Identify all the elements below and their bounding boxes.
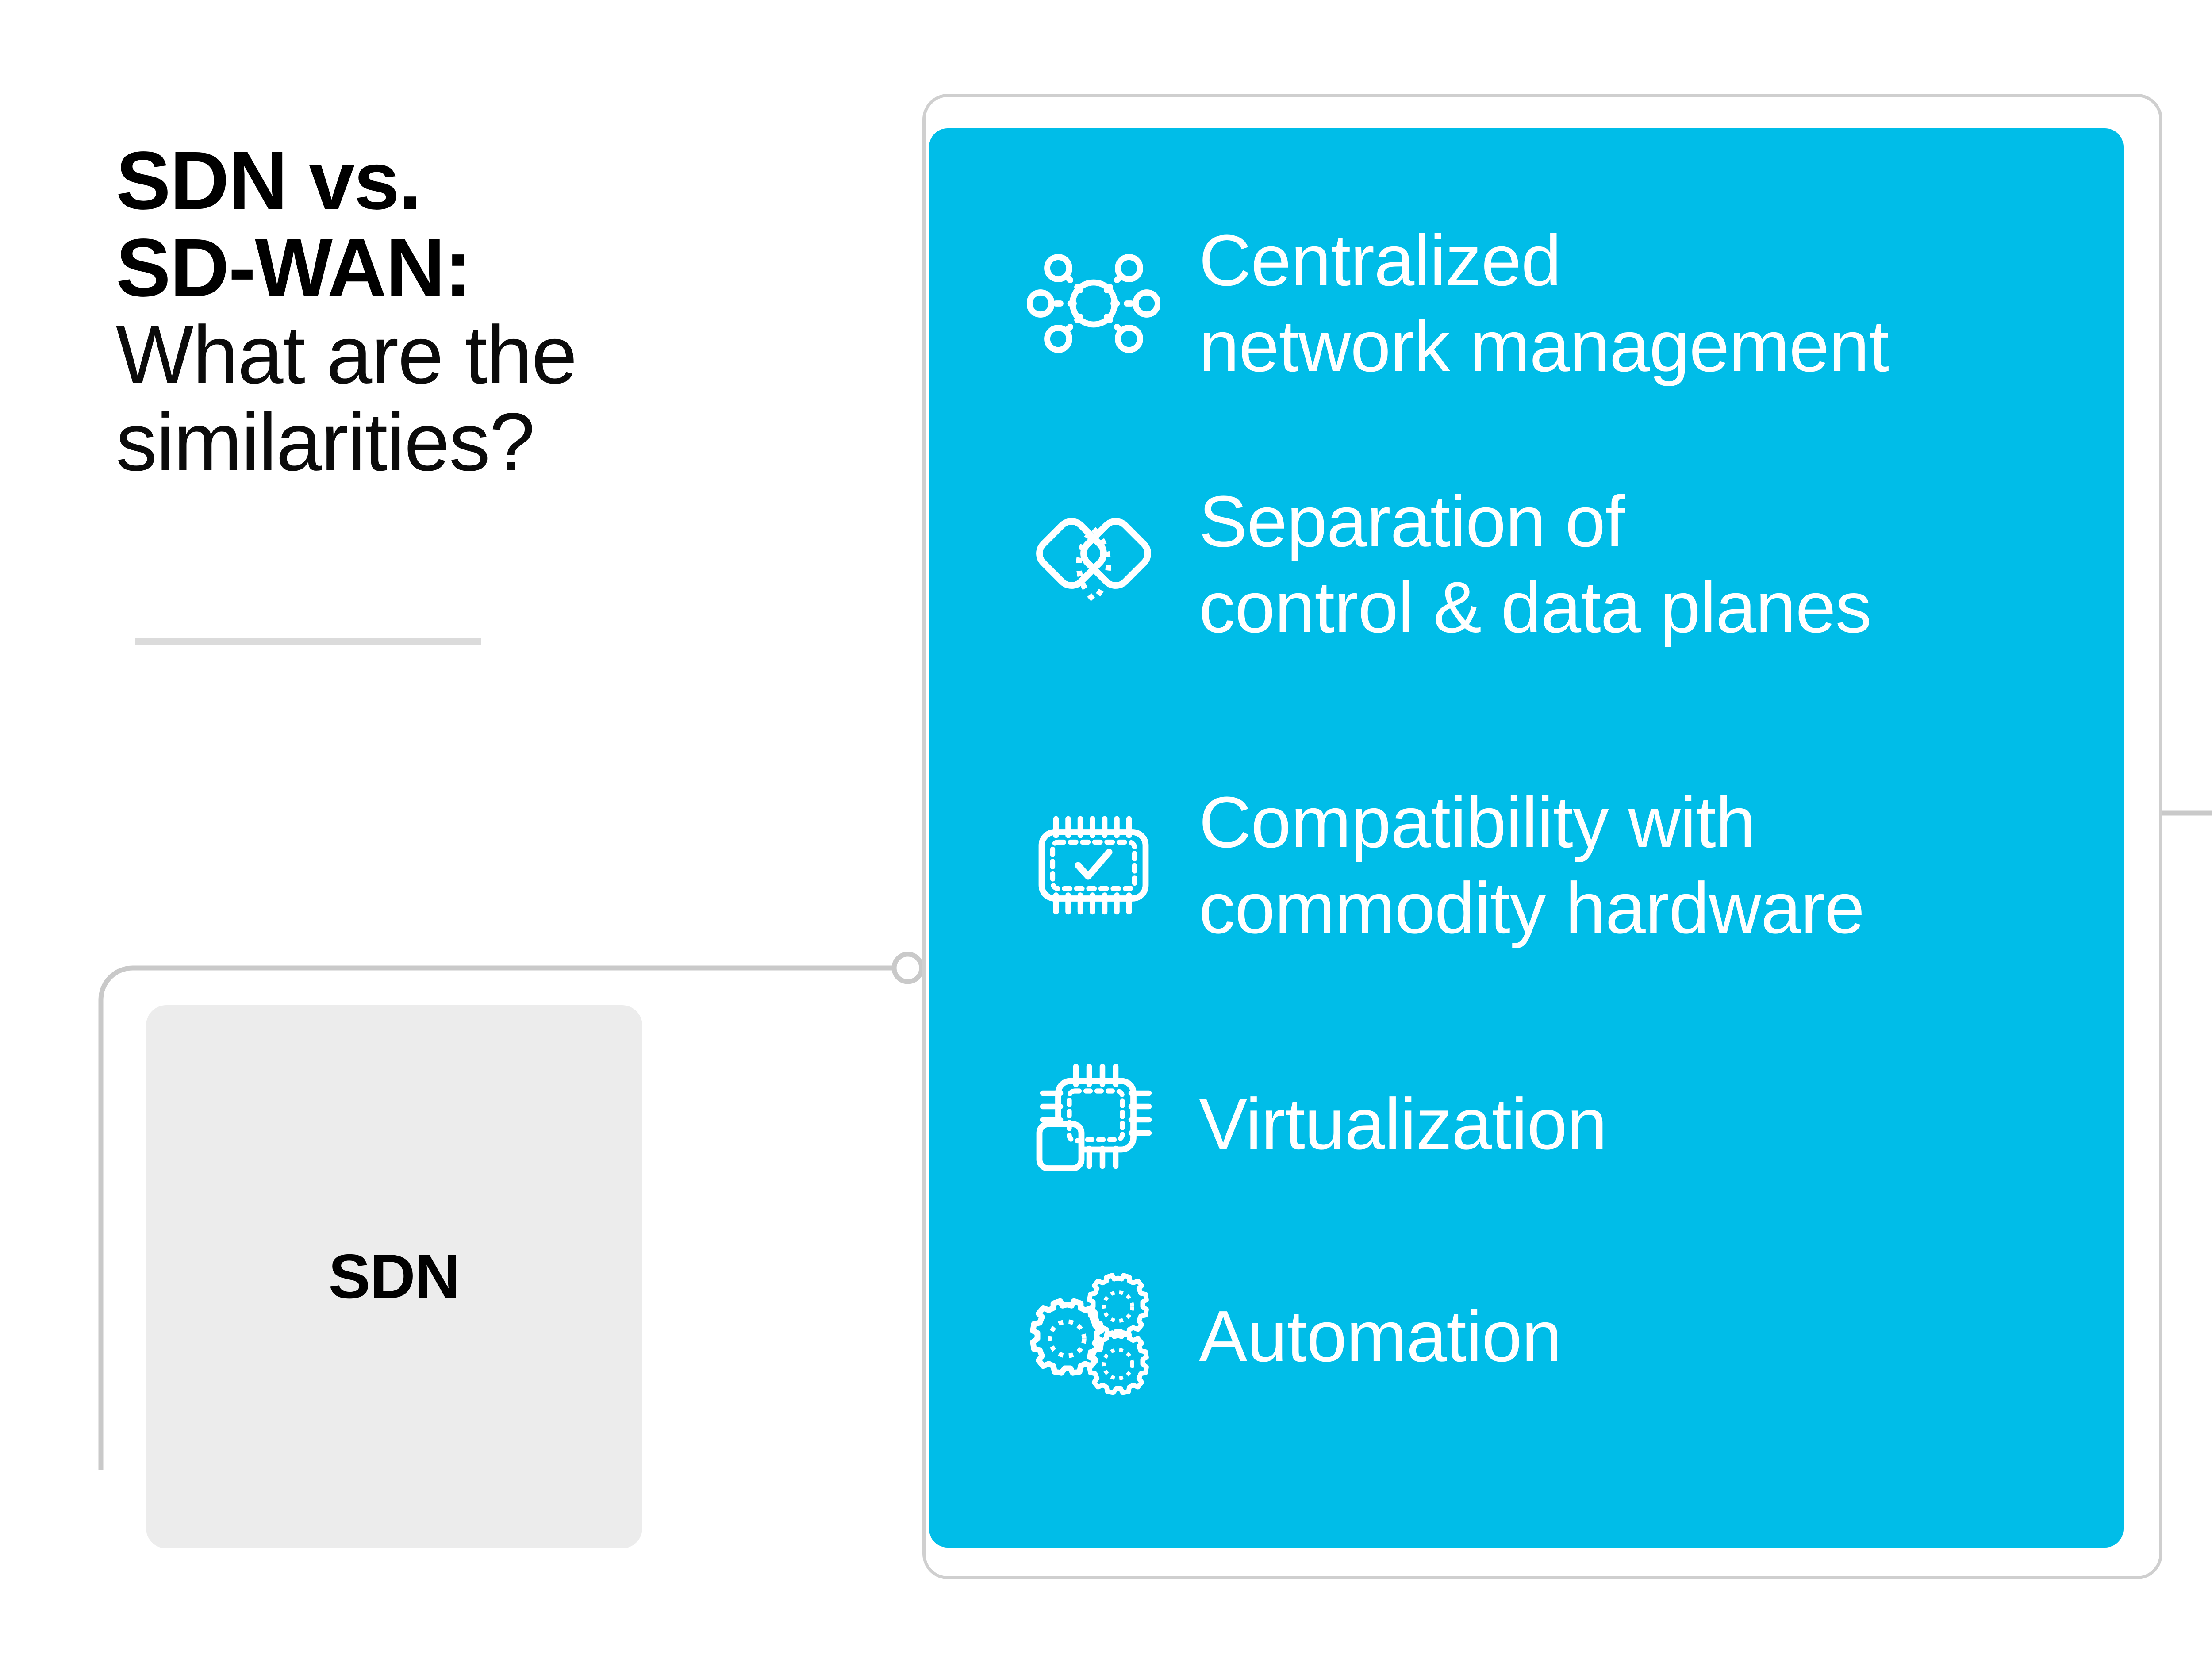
list-item-label: Centralized network management — [1199, 220, 1889, 387]
title-divider — [135, 638, 481, 645]
network-hub-icon — [1027, 237, 1160, 370]
list-item-label: Compatibility with commodity hardware — [1199, 782, 1865, 949]
list-item[interactable]: Virtualization — [929, 1016, 2124, 1233]
sdn-connector-path — [98, 965, 894, 1470]
similarities-panel: Centralized network management Separatio… — [929, 128, 2124, 1548]
feature-list: Centralized network management Separatio… — [929, 128, 2124, 1548]
overlapping-diamonds-icon — [1027, 498, 1160, 631]
title-line-2: SD-WAN: — [116, 222, 472, 314]
list-item[interactable]: Centralized network management — [929, 193, 2124, 414]
page-title: SDN vs. SD-WAN: What are the similaritie… — [116, 137, 780, 486]
list-item-label: Automation — [1199, 1296, 1562, 1377]
title-line-4: similarities? — [116, 396, 535, 488]
list-item[interactable]: Compatibility with commodity hardware — [929, 715, 2124, 1016]
chip-overlay-icon — [1027, 1058, 1160, 1190]
list-item[interactable]: Separation of control & data planes — [929, 414, 2124, 715]
title-line-3: What are the — [116, 309, 577, 401]
concept-box-sdn[interactable]: SDN — [146, 1005, 642, 1548]
concept-label-sdn: SDN — [328, 1241, 461, 1312]
list-item-label: Virtualization — [1199, 1083, 1607, 1165]
gears-icon — [1027, 1270, 1160, 1403]
sdn-connector-node — [891, 952, 924, 984]
chip-check-icon — [1027, 799, 1160, 932]
title-line-1: SDN vs. — [116, 135, 422, 227]
list-item[interactable]: Automation — [929, 1233, 2124, 1440]
list-item-label: Separation of control & data planes — [1199, 481, 1872, 648]
